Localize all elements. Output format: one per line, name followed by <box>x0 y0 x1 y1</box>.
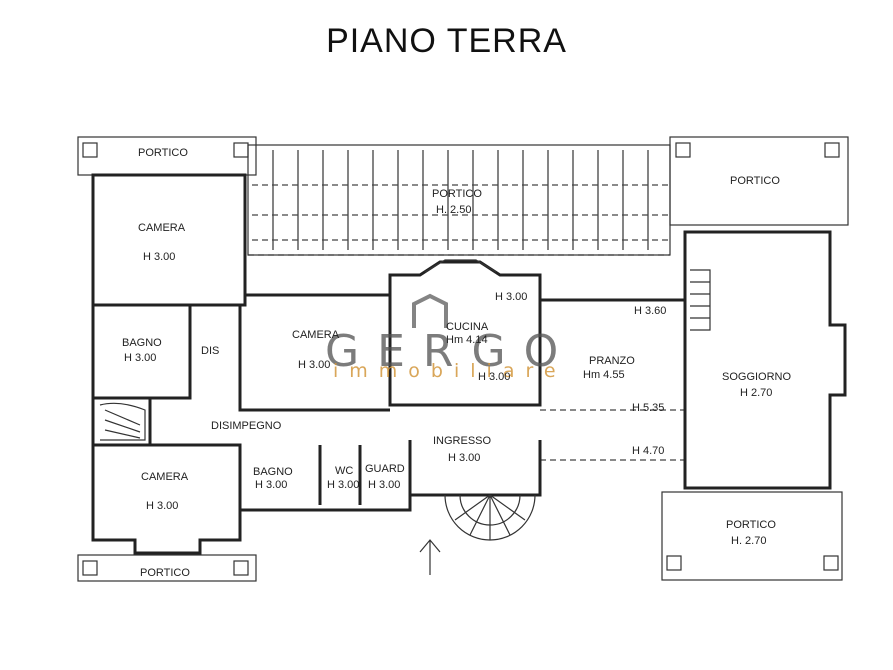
pillar <box>233 560 249 576</box>
label-bagno-service: BAGNO <box>253 466 293 478</box>
label-cucina-h-top: H 3.00 <box>495 291 528 303</box>
label-ingresso-h: H 3.00 <box>448 452 481 464</box>
label-camera-bottom-left: CAMERA <box>141 471 189 483</box>
label-cucina: CUCINA <box>446 321 489 333</box>
label-camera-mid-h: H 3.00 <box>298 359 331 371</box>
pillar <box>675 142 691 158</box>
label-portico-top-right: PORTICO <box>730 175 780 187</box>
stair-steps <box>690 281 710 319</box>
pillar <box>82 142 98 158</box>
pillar <box>823 555 839 571</box>
stair-left <box>99 402 146 441</box>
label-portico-center-h: H. 2.50 <box>436 204 472 216</box>
portico-center <box>247 144 671 256</box>
label-camera-top-left: CAMERA <box>138 222 186 234</box>
label-portico-center: PORTICO <box>432 188 482 200</box>
label-h-535: H 5.35 <box>632 402 665 414</box>
label-camera-mid: CAMERA <box>292 329 340 341</box>
bagno-left-walls <box>91 305 192 400</box>
cucina-bay <box>388 260 542 295</box>
watermark-sub: immobiliare <box>333 360 567 382</box>
camera-top-left-walls <box>91 173 247 307</box>
pillar <box>666 555 682 571</box>
label-portico-bottom-right: PORTICO <box>726 519 776 531</box>
bay-inner <box>424 259 497 273</box>
label-soggiorno: SOGGIORNO <box>722 371 792 383</box>
portico-top-right <box>669 136 849 226</box>
pillar <box>824 142 840 158</box>
entrance-arrow <box>419 539 441 575</box>
portico-bottom-left <box>77 554 257 582</box>
label-soggiorno-h: H 2.70 <box>740 387 773 399</box>
pillar <box>82 560 98 576</box>
label-disimpegno: DISIMPEGNO <box>211 420 282 432</box>
camera-mid-walls <box>245 293 542 407</box>
label-portico-top-left: PORTICO <box>138 147 188 159</box>
spiral-steps <box>454 494 526 540</box>
label-camera-bottom-left-h: H 3.00 <box>146 500 179 512</box>
label-bagno-left: BAGNO <box>122 337 162 349</box>
label-cucina-h-bottom: H 3.00 <box>478 371 511 383</box>
page-title: PIANO TERRA <box>326 22 567 60</box>
label-bagno-service-h: H 3.00 <box>255 479 288 491</box>
label-guard: GUARD <box>365 463 405 475</box>
label-pranzo-h: Hm 4.55 <box>583 369 625 381</box>
ingresso-walls <box>408 440 542 497</box>
watermark-brand: GERGO <box>325 326 577 377</box>
soggiorno-walls <box>683 230 847 490</box>
label-h-470: H 4.70 <box>632 445 665 457</box>
label-portico-bottom-right-h: H. 2.70 <box>731 535 767 547</box>
label-dis: DIS <box>201 345 220 357</box>
label-wc: WC <box>335 465 354 477</box>
label-h-360: H 3.60 <box>634 305 667 317</box>
label-camera-top-left-h: H 3.00 <box>143 251 176 263</box>
label-portico-bottom-left: PORTICO <box>140 567 190 579</box>
label-ingresso: INGRESSO <box>433 435 492 447</box>
label-bagno-left-h: H 3.00 <box>124 352 157 364</box>
label-pranzo: PRANZO <box>589 355 635 367</box>
gergo-logo-icon <box>412 293 448 328</box>
camera-bottom-left-walls <box>91 443 242 555</box>
label-wc-h: H 3.00 <box>327 479 360 491</box>
label-guard-h: H 3.00 <box>368 479 401 491</box>
label-cucina-h: Hm 4.14 <box>446 334 488 346</box>
portico-bottom-right <box>661 491 843 581</box>
stair-right <box>690 269 711 331</box>
pillar <box>233 142 249 158</box>
pranzo-walls <box>540 298 687 465</box>
disimpegno-walls <box>238 305 390 412</box>
stair-steps <box>104 409 141 439</box>
pergola-beams <box>272 150 649 250</box>
